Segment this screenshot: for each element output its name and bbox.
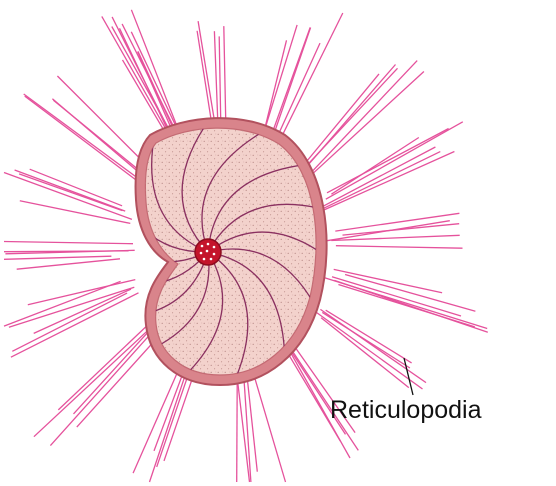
reticulopodium-line (331, 138, 418, 195)
reticulopodium-line (326, 122, 463, 199)
reticulopodium-line (343, 224, 460, 235)
reticulopodium-line (4, 173, 132, 220)
reticulopodium-line (15, 170, 126, 211)
reticulopodium-line (12, 293, 127, 351)
reticulopodium-line (308, 306, 423, 389)
reticulopodium-line (322, 152, 440, 210)
reticulopodium-line (74, 323, 157, 414)
reticulopodium-line (320, 309, 426, 382)
reticulopodium-line (4, 256, 111, 259)
reticulopodium-line (11, 293, 139, 357)
reticulopodium-line (50, 327, 156, 446)
reticulopodium-line (4, 281, 121, 326)
reticulopodium-line (322, 312, 410, 368)
proloculus (195, 239, 221, 265)
reticulopodium-line (24, 94, 147, 184)
reticulopodium-line (318, 152, 455, 213)
reticulopodium-line (281, 342, 340, 441)
reticulopodium-line (17, 259, 120, 269)
reticulopodium-line (317, 147, 435, 209)
reticulopodium-line (4, 251, 129, 252)
reticulopodium-line (58, 315, 158, 410)
reticulopodia-label: Reticulopodia (330, 398, 482, 423)
reticulopodium-line (327, 129, 449, 193)
reticulopodium-line (4, 242, 133, 244)
reticulopodium-line (331, 235, 459, 240)
reticulopodium-line (197, 31, 213, 133)
reticulopodium-line (34, 323, 156, 437)
reticulopodium-line (334, 269, 442, 292)
reticulopodium-line (285, 340, 359, 451)
reticulopodium-line (53, 100, 149, 179)
reticulopodium-line (19, 174, 122, 211)
reticulopodium-line (336, 246, 463, 249)
reticulopodium-line (301, 65, 396, 174)
reticulopodium-line (279, 13, 343, 142)
